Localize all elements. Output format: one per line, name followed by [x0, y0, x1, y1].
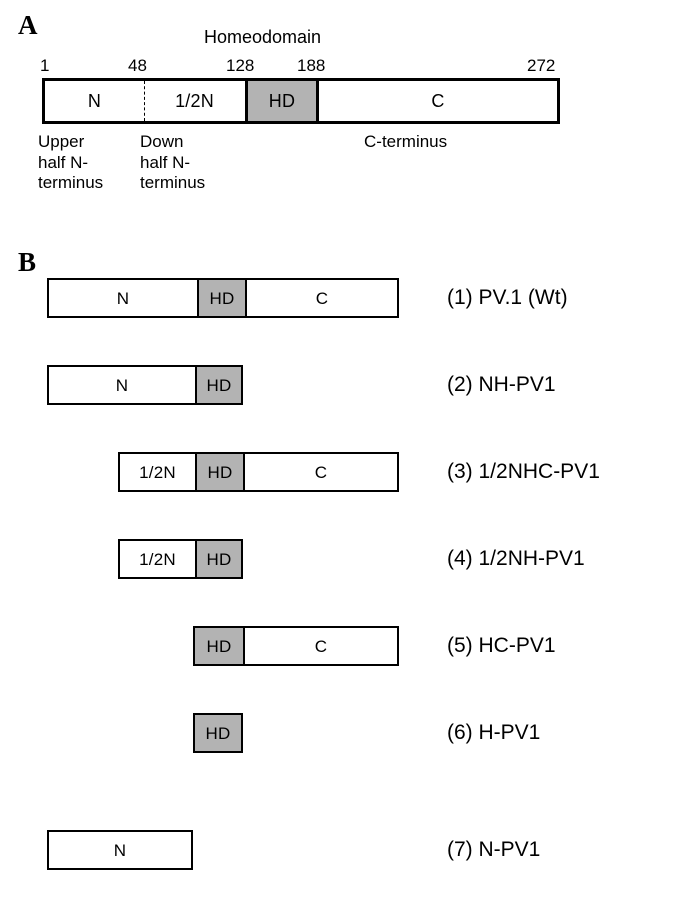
construct-bar-4: 1/2N HD [118, 539, 243, 579]
construct-row: HD C (5) HC-PV1 [0, 626, 674, 674]
residue-48-divider [144, 81, 145, 121]
construct-label-5: (5) HC-PV1 [447, 634, 556, 657]
panel-a-letter: A [18, 10, 38, 40]
segment-hd: HD [197, 280, 247, 316]
segment-hd: HD [195, 367, 241, 403]
segment-c: C [245, 628, 397, 664]
construct-bar-7: N [47, 830, 193, 870]
construct-bar-2: N HD [47, 365, 243, 405]
construct-label-7: (7) N-PV1 [447, 838, 541, 861]
caption-c-terminus: C-terminus [364, 132, 448, 151]
residue-tick-188: 188 [297, 56, 326, 75]
construct-bar-1: N HD C [47, 278, 399, 318]
construct-label-3: (3) 1/2NHC-PV1 [447, 460, 600, 483]
panel-a-segment-hd: HD [245, 81, 319, 121]
residue-tick-272: 272 [527, 56, 556, 75]
panel-b-letter: B [18, 247, 37, 277]
construct-row: 1/2N HD (4) 1/2NH-PV1 [0, 539, 674, 587]
segment-half-n: 1/2N [120, 454, 195, 490]
residue-tick-48: 48 [128, 56, 147, 75]
segment-half-n: 1/2N [120, 541, 195, 577]
construct-bar-5: HD C [193, 626, 399, 666]
construct-row: N HD (2) NH-PV1 [0, 365, 674, 413]
segment-n: N [49, 832, 191, 868]
construct-row: N HD C (1) PV.1 (Wt) [0, 278, 674, 326]
construct-label-4: (4) 1/2NH-PV1 [447, 547, 585, 570]
segment-hd: HD [195, 454, 245, 490]
caption-upper-half-n-terminus: Upper half N- terminus [38, 132, 104, 193]
construct-row: 1/2N HD C (3) 1/2NHC-PV1 [0, 452, 674, 500]
residue-tick-128: 128 [226, 56, 255, 75]
caption-down-half-n-terminus: Down half N- terminus [140, 132, 206, 193]
segment-hd: HD [195, 628, 245, 664]
segment-n: N [49, 280, 197, 316]
segment-hd: HD [195, 715, 241, 751]
segment-c: C [245, 454, 397, 490]
segment-c: C [247, 280, 397, 316]
construct-label-6: (6) H-PV1 [447, 721, 541, 744]
construct-label-2: (2) NH-PV1 [447, 373, 556, 396]
construct-label-1: (1) PV.1 (Wt) [447, 286, 568, 309]
construct-bar-6: HD [193, 713, 243, 753]
homeodomain-title: Homeodomain [204, 27, 322, 47]
residue-tick-1: 1 [40, 56, 50, 75]
panel-a-segment-n: N [45, 81, 144, 121]
construct-row: N (7) N-PV1 [0, 830, 674, 878]
segment-n: N [49, 367, 195, 403]
construct-row: HD (6) H-PV1 [0, 713, 674, 761]
panel-a-segment-1-2n: 1/2N [144, 81, 245, 121]
segment-hd: HD [195, 541, 241, 577]
panel-a-segment-c: C [319, 81, 557, 121]
construct-bar-3: 1/2N HD C [118, 452, 399, 492]
